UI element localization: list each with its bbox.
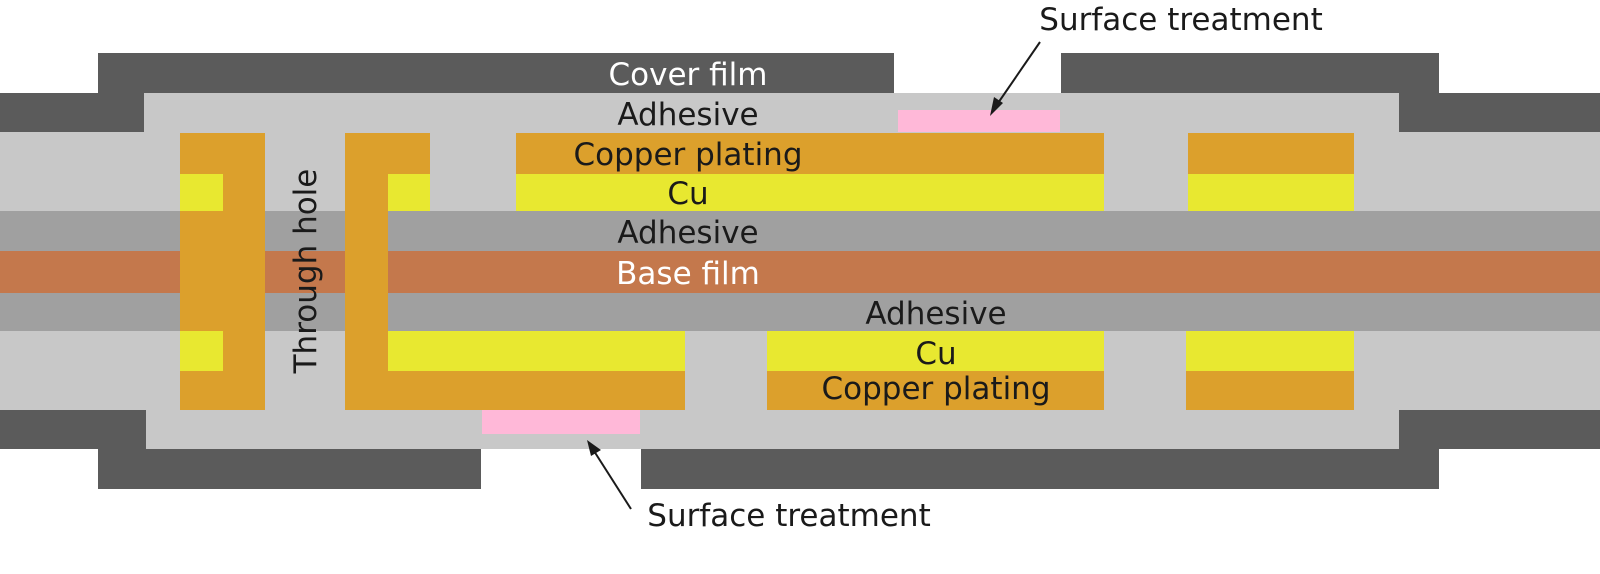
bottom-cover-film-left-step bbox=[0, 410, 146, 449]
arrows bbox=[587, 41, 1041, 510]
label-adhesive-inner-top: Adhesive bbox=[617, 215, 758, 251]
through-hole-right-wall bbox=[345, 133, 685, 410]
label-through-hole: Through hole bbox=[288, 169, 324, 375]
bottom-cu-right bbox=[1186, 331, 1354, 371]
top-cu-right bbox=[1188, 174, 1354, 211]
arrow-line-top bbox=[995, 41, 1041, 107]
base-film-layer bbox=[0, 251, 1600, 293]
arrow-line-bottom bbox=[593, 450, 632, 510]
top-cover-film-right bbox=[1061, 53, 1439, 93]
bottom-cu-center bbox=[767, 331, 1104, 371]
top-cover-film-left bbox=[98, 53, 894, 93]
label-adhesive-top: Adhesive bbox=[617, 97, 758, 133]
right-wall-cu-top bbox=[388, 174, 430, 211]
top-copper-plating-center bbox=[516, 133, 1104, 174]
bottom-copper-traces bbox=[767, 331, 1354, 410]
top-copper-plating-right bbox=[1188, 133, 1354, 174]
inner-adhesive-top-layer bbox=[0, 211, 1600, 251]
arrow-head-bottom bbox=[587, 440, 601, 456]
label-cu-bottom: Cu bbox=[915, 336, 956, 372]
top-copper-traces bbox=[516, 133, 1354, 211]
bottom-copper-plating-center bbox=[767, 371, 1104, 410]
left-wall-cu-top bbox=[180, 174, 223, 211]
label-cover-film: Cover film bbox=[609, 57, 768, 93]
arrow-head-top bbox=[990, 97, 1003, 116]
label-copper-plating-bottom: Copper plating bbox=[821, 371, 1050, 407]
right-bottom-cu-trace bbox=[388, 331, 685, 371]
label-cu-top: Cu bbox=[667, 176, 708, 212]
top-cover-film bbox=[0, 53, 1600, 132]
bottom-cover-film-right-step bbox=[1399, 410, 1600, 449]
label-copper-plating-top: Copper plating bbox=[573, 137, 802, 173]
label-surface-treatment-top: Surface treatment bbox=[1039, 2, 1322, 38]
surface-treatment-pad-top bbox=[898, 110, 1060, 132]
inner-adhesive-bottom-layer bbox=[0, 293, 1600, 331]
top-cover-film-right-step bbox=[1399, 93, 1600, 132]
labels: Cover film Adhesive Copper plating Cu Ad… bbox=[288, 2, 1323, 534]
right-wall-plating-vertical bbox=[345, 133, 388, 410]
label-adhesive-inner-bottom: Adhesive bbox=[865, 296, 1006, 332]
top-cu-center bbox=[516, 174, 1104, 211]
surface-treatment-pad-bottom bbox=[482, 410, 640, 434]
bottom-cover-film-left bbox=[98, 449, 481, 489]
label-base-film: Base film bbox=[616, 256, 760, 292]
bottom-copper-plating-right bbox=[1186, 371, 1354, 410]
bottom-cover-film bbox=[0, 410, 1600, 489]
top-cover-film-left-step bbox=[0, 93, 144, 132]
label-surface-treatment-bottom: Surface treatment bbox=[647, 498, 930, 534]
bottom-cover-film-right bbox=[641, 449, 1439, 489]
left-wall-cu-bottom bbox=[180, 331, 223, 371]
through-hole-left-wall bbox=[180, 133, 265, 410]
right-bottom-copper-plating-trace bbox=[345, 371, 685, 410]
